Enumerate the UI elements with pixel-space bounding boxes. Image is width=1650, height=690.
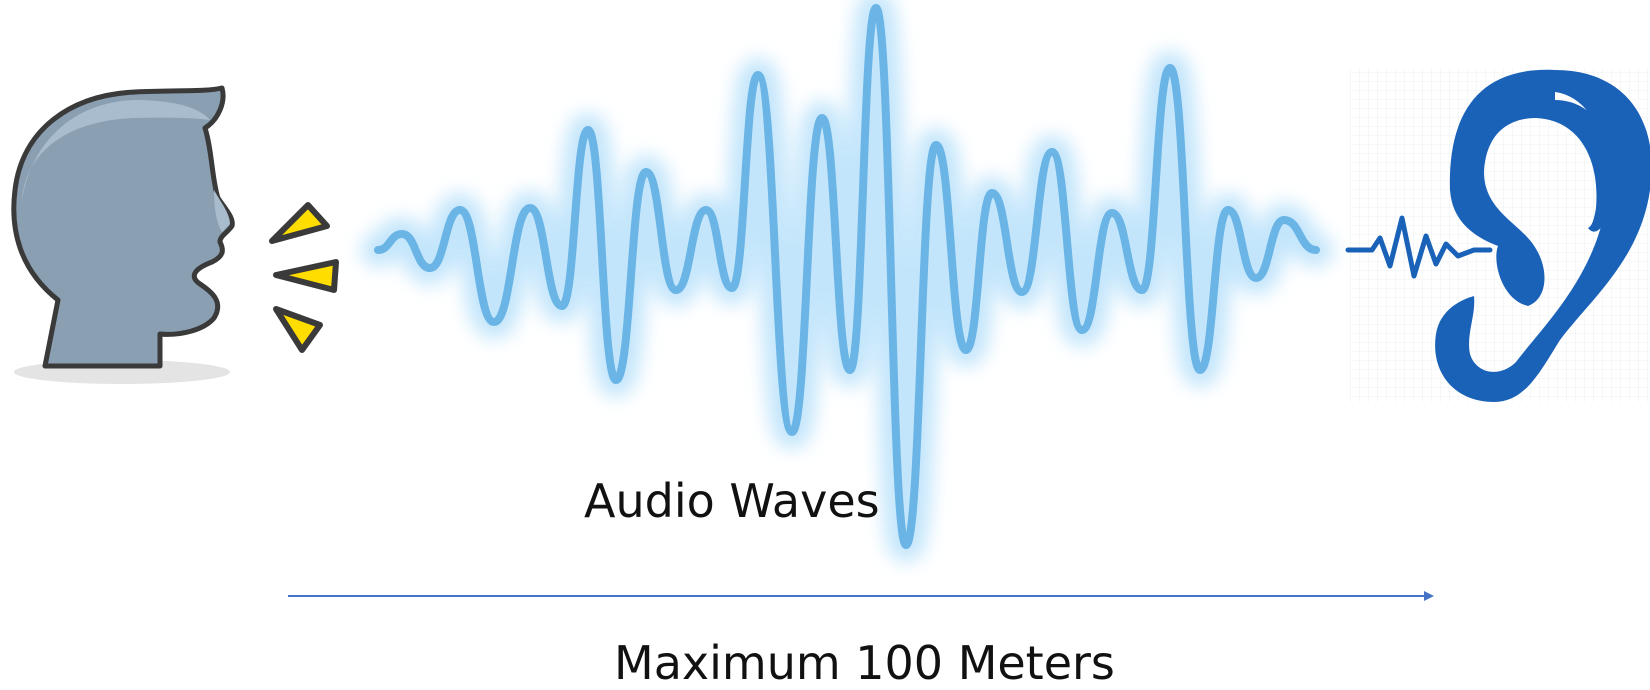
sound-burst-icon xyxy=(269,202,339,353)
audio-wave-icon xyxy=(361,0,1333,562)
distance-label: Maximum 100 Meters xyxy=(614,636,1115,690)
speaking-head-icon xyxy=(11,85,235,384)
ear-icon xyxy=(1345,68,1650,402)
audio-waves-label: Audio Waves xyxy=(584,474,880,528)
